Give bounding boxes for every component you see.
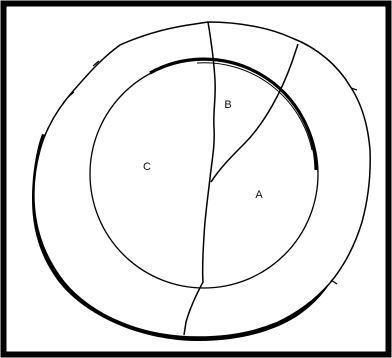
region-label-b: B <box>224 99 231 111</box>
region-label-a: A <box>255 189 263 201</box>
region-label-c: C <box>143 161 151 173</box>
outer-outline <box>34 22 370 337</box>
outline-notch-lowright <box>331 280 337 284</box>
